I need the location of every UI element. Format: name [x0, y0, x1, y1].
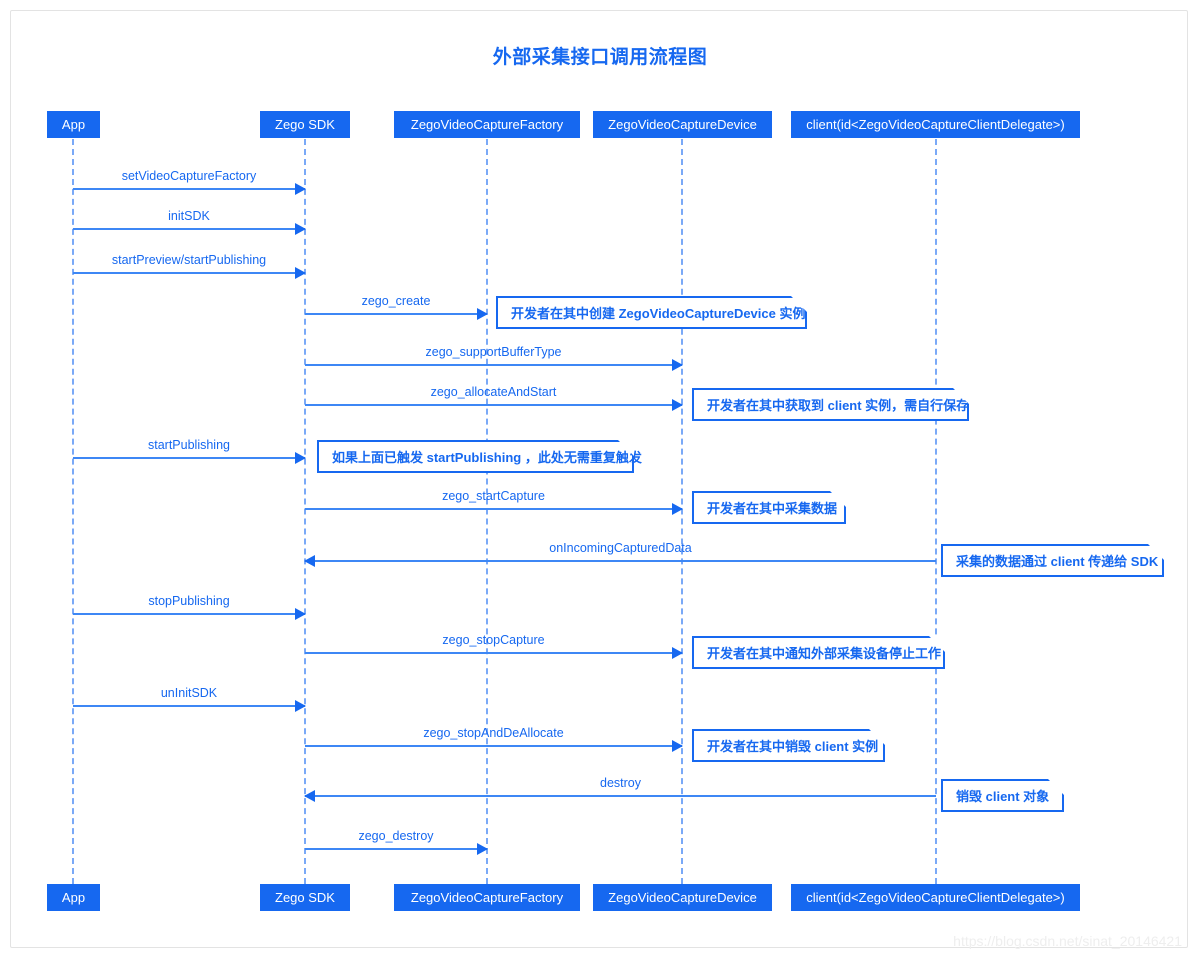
lifeline-client: [935, 139, 937, 884]
participant-sdk-top[interactable]: Zego SDK: [260, 111, 350, 138]
arrowhead-icon: [295, 267, 306, 279]
message-arrow-setvideocapturefactory: [73, 183, 306, 195]
participant-factory-bottom[interactable]: ZegoVideoCaptureFactory: [394, 884, 580, 911]
note-box: 销毁 client 对象: [941, 779, 1064, 812]
note-text: 如果上面已触发 startPublishing ，此处无需重复触发: [332, 450, 642, 465]
note-box: 开发者在其中获取到 client 实例，需自行保存: [692, 388, 969, 421]
note-text: 开发者在其中获取到 client 实例，需自行保存: [707, 398, 970, 413]
message-label: zego_startCapture: [442, 489, 545, 503]
note-fold-line-icon: [829, 491, 846, 508]
note-fold-line-icon: [1047, 779, 1064, 796]
lifeline-app: [72, 139, 74, 884]
note-text: 开发者在其中销毁 client 实例: [707, 739, 879, 754]
message-label: zego_destroy: [358, 829, 434, 843]
lifeline-factory: [486, 139, 488, 884]
note-fold-line-icon: [790, 296, 807, 313]
participant-sdk-bottom[interactable]: Zego SDK: [260, 884, 350, 911]
note-text: 开发者在其中通知外部采集设备停止工作: [707, 646, 942, 661]
arrowhead-icon: [672, 740, 683, 752]
message-arrow-initsdk: [73, 223, 306, 235]
message-arrow-zego-supportbuffertype: [305, 359, 683, 371]
note-fold-line-icon: [617, 440, 634, 457]
message-label: startPublishing: [148, 438, 230, 452]
arrowhead-icon: [304, 790, 315, 802]
participant-client-bottom[interactable]: client(id<ZegoVideoCaptureClientDelegate…: [791, 884, 1080, 911]
message-arrow-startpublishing: [73, 452, 306, 464]
note-text: 开发者在其中创建 ZegoVideoCaptureDevice 实例: [511, 306, 806, 321]
participant-factory-top[interactable]: ZegoVideoCaptureFactory: [394, 111, 580, 138]
message-arrow-stoppublishing: [73, 608, 306, 620]
participant-app-bottom[interactable]: App: [47, 884, 100, 911]
participant-app-top[interactable]: App: [47, 111, 100, 138]
note-text: 采集的数据通过 client 传递给 SDK: [956, 554, 1159, 569]
arrowhead-icon: [672, 359, 683, 371]
lifeline-sdk: [304, 139, 306, 884]
note-text: 销毁 client 对象: [956, 789, 1050, 804]
arrowhead-icon: [295, 700, 306, 712]
message-arrow-zego-destroy: [305, 843, 488, 855]
message-arrow-zego-create: [305, 308, 488, 320]
note-box: 开发者在其中销毁 client 实例: [692, 729, 885, 762]
watermark: https://blog.csdn.net/sinat_20146421: [953, 933, 1182, 949]
message-arrow-zego-allocateandstart: [305, 399, 683, 411]
message-arrow-zego-stopcapture: [305, 647, 683, 659]
note-fold-line-icon: [952, 388, 969, 405]
note-box: 开发者在其中采集数据: [692, 491, 846, 524]
arrowhead-icon: [477, 308, 488, 320]
message-arrow-zego-stopanddeallocate: [305, 740, 683, 752]
message-label: zego_allocateAndStart: [430, 385, 557, 399]
message-label: destroy: [600, 776, 641, 790]
message-arrow-onincomingcaptureddata: [304, 555, 936, 567]
note-fold-line-icon: [928, 636, 945, 653]
message-label: unInitSDK: [160, 686, 218, 700]
note-fold-line-icon: [868, 729, 885, 746]
arrowhead-icon: [672, 503, 683, 515]
arrowhead-icon: [295, 452, 306, 464]
message-label: initSDK: [168, 209, 210, 223]
message-label: onIncomingCapturedData: [549, 541, 692, 555]
diagram-canvas-frame: [10, 10, 1188, 948]
arrowhead-icon: [477, 843, 488, 855]
diagram-title: 外部采集接口调用流程图: [492, 47, 708, 68]
message-label: zego_stopCapture: [442, 633, 545, 647]
arrowhead-icon: [672, 399, 683, 411]
message-label: stopPublishing: [148, 594, 230, 608]
message-label: zego_supportBufferType: [425, 345, 562, 359]
participant-device-bottom[interactable]: ZegoVideoCaptureDevice: [593, 884, 772, 911]
message-label: zego_stopAndDeAllocate: [423, 726, 564, 740]
note-box: 采集的数据通过 client 传递给 SDK: [941, 544, 1164, 577]
arrowhead-icon: [672, 647, 683, 659]
message-arrow-zego-startcapture: [305, 503, 683, 515]
note-box: 开发者在其中通知外部采集设备停止工作: [692, 636, 945, 669]
message-label: zego_create: [361, 294, 431, 308]
message-arrow-uninitsdk: [73, 700, 306, 712]
participant-client-top[interactable]: client(id<ZegoVideoCaptureClientDelegate…: [791, 111, 1080, 138]
arrowhead-icon: [295, 183, 306, 195]
note-box: 如果上面已触发 startPublishing ，此处无需重复触发: [317, 440, 642, 473]
arrowhead-icon: [295, 608, 306, 620]
message-arrow-destroy: [304, 790, 936, 802]
message-arrow-startpreview-startpublishing: [73, 267, 306, 279]
arrowhead-icon: [295, 223, 306, 235]
note-text: 开发者在其中采集数据: [707, 501, 838, 516]
message-label: startPreview/startPublishing: [111, 253, 267, 267]
participant-device-top[interactable]: ZegoVideoCaptureDevice: [593, 111, 772, 138]
message-label: setVideoCaptureFactory: [121, 169, 257, 183]
note-box: 开发者在其中创建 ZegoVideoCaptureDevice 实例: [496, 296, 807, 329]
note-fold-line-icon: [1147, 544, 1164, 561]
arrowhead-icon: [304, 555, 315, 567]
